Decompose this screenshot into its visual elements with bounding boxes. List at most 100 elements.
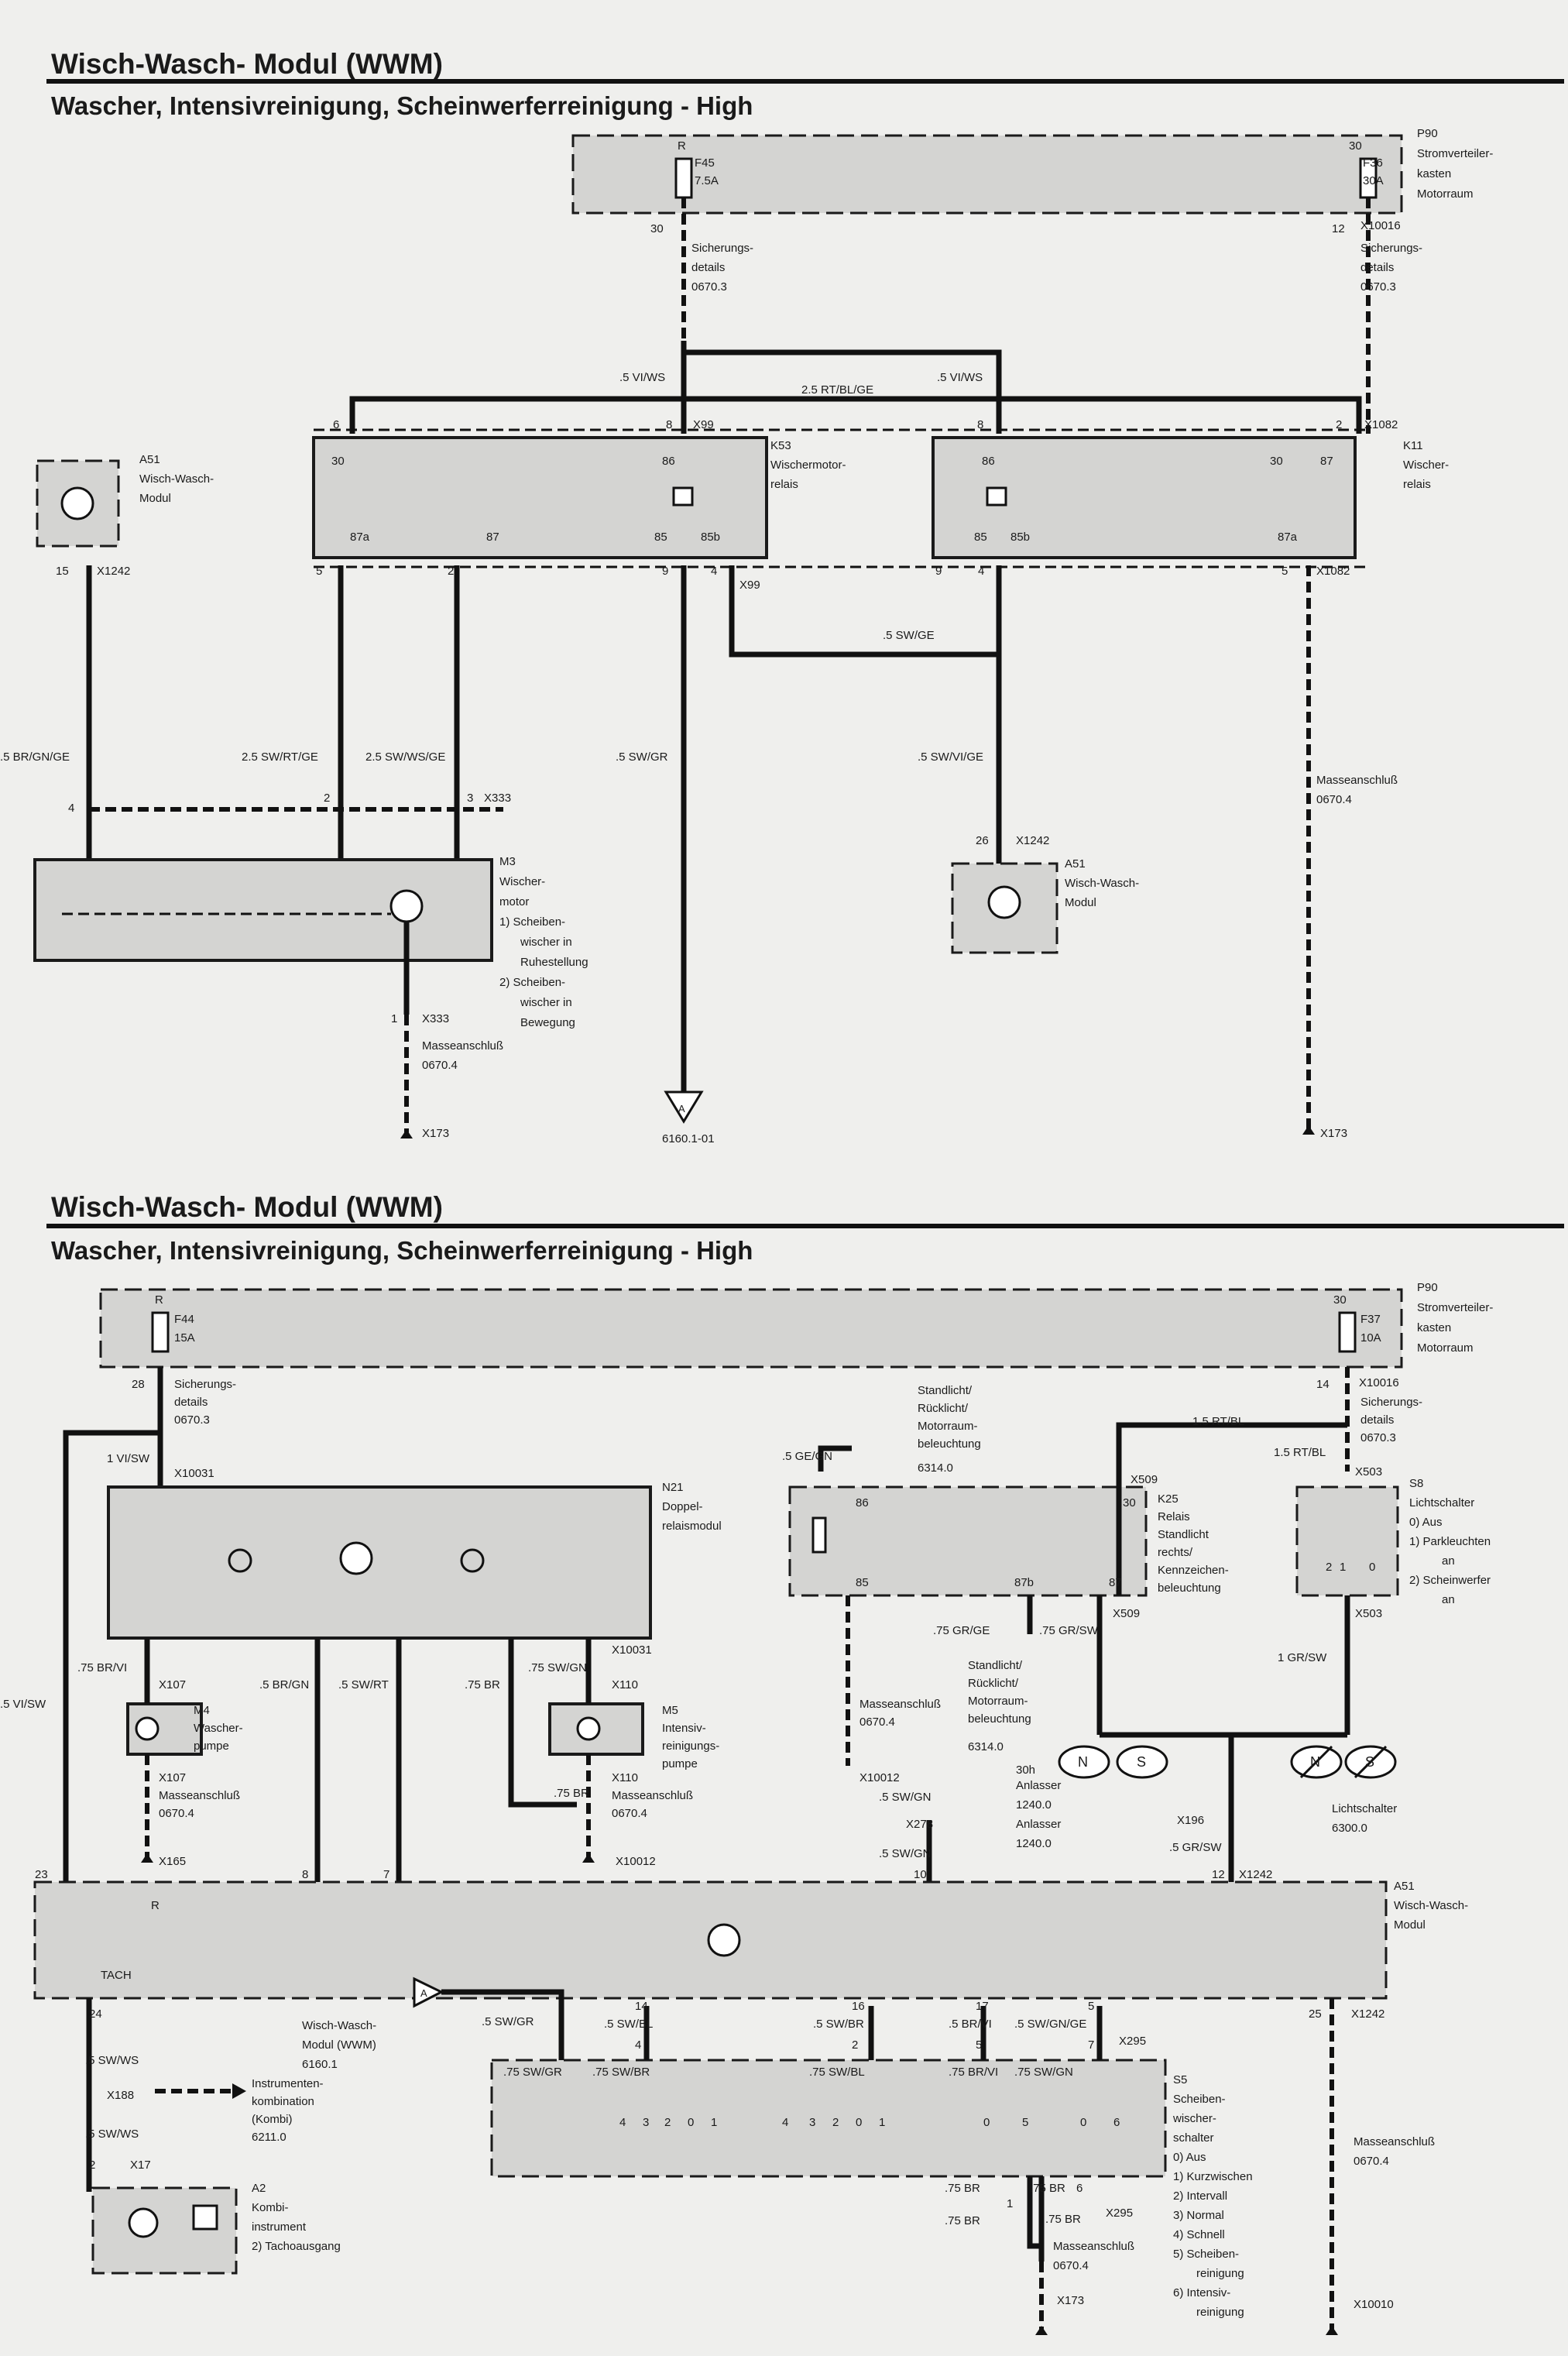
- x1242-a51-top: X1242: [1239, 1868, 1272, 1881]
- x10031-top: X10031: [174, 1467, 214, 1480]
- x1242-a51-bottom: X1242: [1351, 2007, 1384, 2021]
- p90-desc-2: kasten: [1417, 167, 1451, 180]
- k53-label: K53: [770, 439, 791, 452]
- connector-a-label: A: [678, 1103, 685, 1114]
- kombi-ref-3: (Kombi): [252, 2113, 293, 2126]
- wire-grge: .75 GR/GE: [933, 1624, 990, 1637]
- x1242-left: X1242: [97, 565, 130, 578]
- m4-motor-icon: [135, 1716, 160, 1741]
- s5-desc-10: reinigung: [1196, 2267, 1244, 2280]
- x173-right: X173: [1320, 1127, 1347, 1140]
- sichb-left-3: 0670.3: [174, 1413, 210, 1427]
- a51-module-icon: [707, 1923, 741, 1957]
- wire-swvige: .5 SW/VI/GE: [918, 750, 983, 764]
- p90b-desc-3: Motorraum: [1417, 1341, 1474, 1355]
- section-bottom-title: Wisch-Wasch- Modul (WWM): [51, 1191, 443, 1223]
- x333-top: X333: [484, 792, 511, 805]
- p90b-label: P90: [1417, 1281, 1438, 1294]
- s5-wire-top-4: .5 SW/GN/GE: [1014, 2018, 1086, 2031]
- k53-term-86: 86: [662, 455, 675, 468]
- connector-a-bottom-icon: [413, 1976, 444, 2008]
- x188: X188: [107, 2089, 134, 2102]
- s5-pos-b-4: 4: [782, 2116, 788, 2129]
- k11-desc-1: Wischer-: [1403, 458, 1449, 472]
- x509-top: X509: [1131, 1473, 1158, 1486]
- kombi-ref-2: kombination: [252, 2095, 314, 2108]
- section-top-subtitle: Wascher, Intensivreinigung, Scheinwerfer…: [51, 91, 753, 120]
- anlasser-1: 30h: [1016, 1764, 1035, 1777]
- p90-bottom-fuse-box: [99, 1288, 1403, 1369]
- k11-term-86: 86: [982, 455, 995, 468]
- m5-desc-2: reinigungs-: [662, 1740, 719, 1753]
- section-bottom-rule: [46, 1224, 1564, 1228]
- p90b-desc-1: Stromverteiler-: [1417, 1301, 1493, 1314]
- s5-wire-mid-4: .75 BR/VI: [949, 2066, 998, 2079]
- m3-motor-icon: [389, 889, 424, 923]
- x1242-mid: X1242: [1016, 834, 1049, 847]
- wire-brgnge: .5 BR/GN/GE: [0, 750, 70, 764]
- wire-swge: .5 SW/GE: [883, 629, 935, 642]
- ground-x173-left-icon: [400, 1129, 413, 1139]
- sichb-right-1: Sicherungs-: [1360, 1396, 1422, 1409]
- anlasser-2: Anlasser: [1016, 1779, 1061, 1792]
- x165: X165: [159, 1855, 186, 1868]
- s5-desc-11: 6) Intensiv-: [1173, 2286, 1230, 2299]
- symbol-n2-label: N: [1310, 1754, 1320, 1770]
- s5-bot-pin-1: 1: [1007, 2197, 1013, 2210]
- sich-right-0: X10016: [1360, 219, 1401, 232]
- lichtschalter-1: Lichtschalter: [1332, 1802, 1397, 1815]
- s5-wire-top-2: .5 SW/BR: [813, 2018, 864, 2031]
- x333-bottom: X333: [422, 1012, 449, 1025]
- k53-term-87a: 87a: [350, 531, 370, 544]
- x503-top: X503: [1355, 1465, 1382, 1479]
- s5-pos-a-2: 2: [664, 2116, 671, 2129]
- a51-mid-icon: [987, 885, 1021, 919]
- s5-desc-5: 1) Kurzwischen: [1173, 2170, 1253, 2183]
- a51-pin-8: 8: [302, 1868, 308, 1881]
- k53-term-87: 87: [486, 531, 499, 544]
- standlicht-top-1: Standlicht/: [918, 1384, 973, 1397]
- a51-left-label: A51: [139, 453, 160, 466]
- n21-label: N21: [662, 1481, 684, 1494]
- mass-left-2: 0670.4: [422, 1059, 458, 1072]
- fuse-f44-icon: [151, 1311, 170, 1353]
- tach-label: TACH: [101, 1969, 132, 1982]
- a51-desc-1: Wisch-Wasch-: [1394, 1899, 1468, 1912]
- k25-coil-icon: [811, 1516, 827, 1554]
- s5-bot-pin-6: 6: [1076, 2182, 1083, 2195]
- wire-vws-left: .5 VI/WS: [619, 371, 665, 384]
- standlicht-bot-3: Motorraum-: [968, 1695, 1028, 1708]
- ground-x10010-icon: [1326, 2326, 1338, 2335]
- pin-30: 30: [650, 222, 664, 235]
- k53-coil-icon: [672, 486, 694, 507]
- s8-term-2: 2: [1326, 1561, 1332, 1574]
- a51-mid-desc-1: Wisch-Wasch-: [1065, 877, 1139, 890]
- s5-pos-b-0: 0: [856, 2116, 862, 2129]
- k25-desc-5: beleuchtung: [1158, 1582, 1221, 1595]
- n21-relay-module-box: [107, 1485, 652, 1640]
- k11-bot-5: 5: [1282, 565, 1288, 578]
- x509-bottom: X509: [1113, 1607, 1140, 1620]
- m5-desc-3: pumpe: [662, 1757, 698, 1770]
- s5-desc-1: Scheiben-: [1173, 2093, 1226, 2106]
- m5-motor-icon: [576, 1716, 601, 1741]
- x503-bottom: X503: [1355, 1607, 1382, 1620]
- k53-bot-5: 5: [316, 565, 322, 578]
- x10012-left: X10012: [616, 1855, 656, 1868]
- pin-12: 12: [1332, 222, 1345, 235]
- pin-26: 26: [976, 834, 989, 847]
- s5-wire-br-1: .75 BR: [945, 2182, 980, 2195]
- m5-desc-1: Intensiv-: [662, 1722, 706, 1735]
- s5-pin-7: 7: [1088, 2038, 1094, 2052]
- n21-desc-1: Doppel-: [662, 1500, 703, 1513]
- wire-swws2: .5 SW/WS: [85, 2128, 139, 2141]
- sich-left-2: details: [691, 261, 725, 274]
- fuse-r-bottom: R: [155, 1293, 163, 1307]
- k25-desc-2: Standlicht: [1158, 1528, 1209, 1541]
- k11-pin-2: 2: [1336, 418, 1342, 431]
- k53-bot-9: 9: [662, 565, 668, 578]
- sichb-left-1: Sicherungs-: [174, 1378, 236, 1391]
- wire-br5: .75 BR: [554, 1787, 589, 1800]
- wire-swws1: .5 SW/WS: [85, 2054, 139, 2067]
